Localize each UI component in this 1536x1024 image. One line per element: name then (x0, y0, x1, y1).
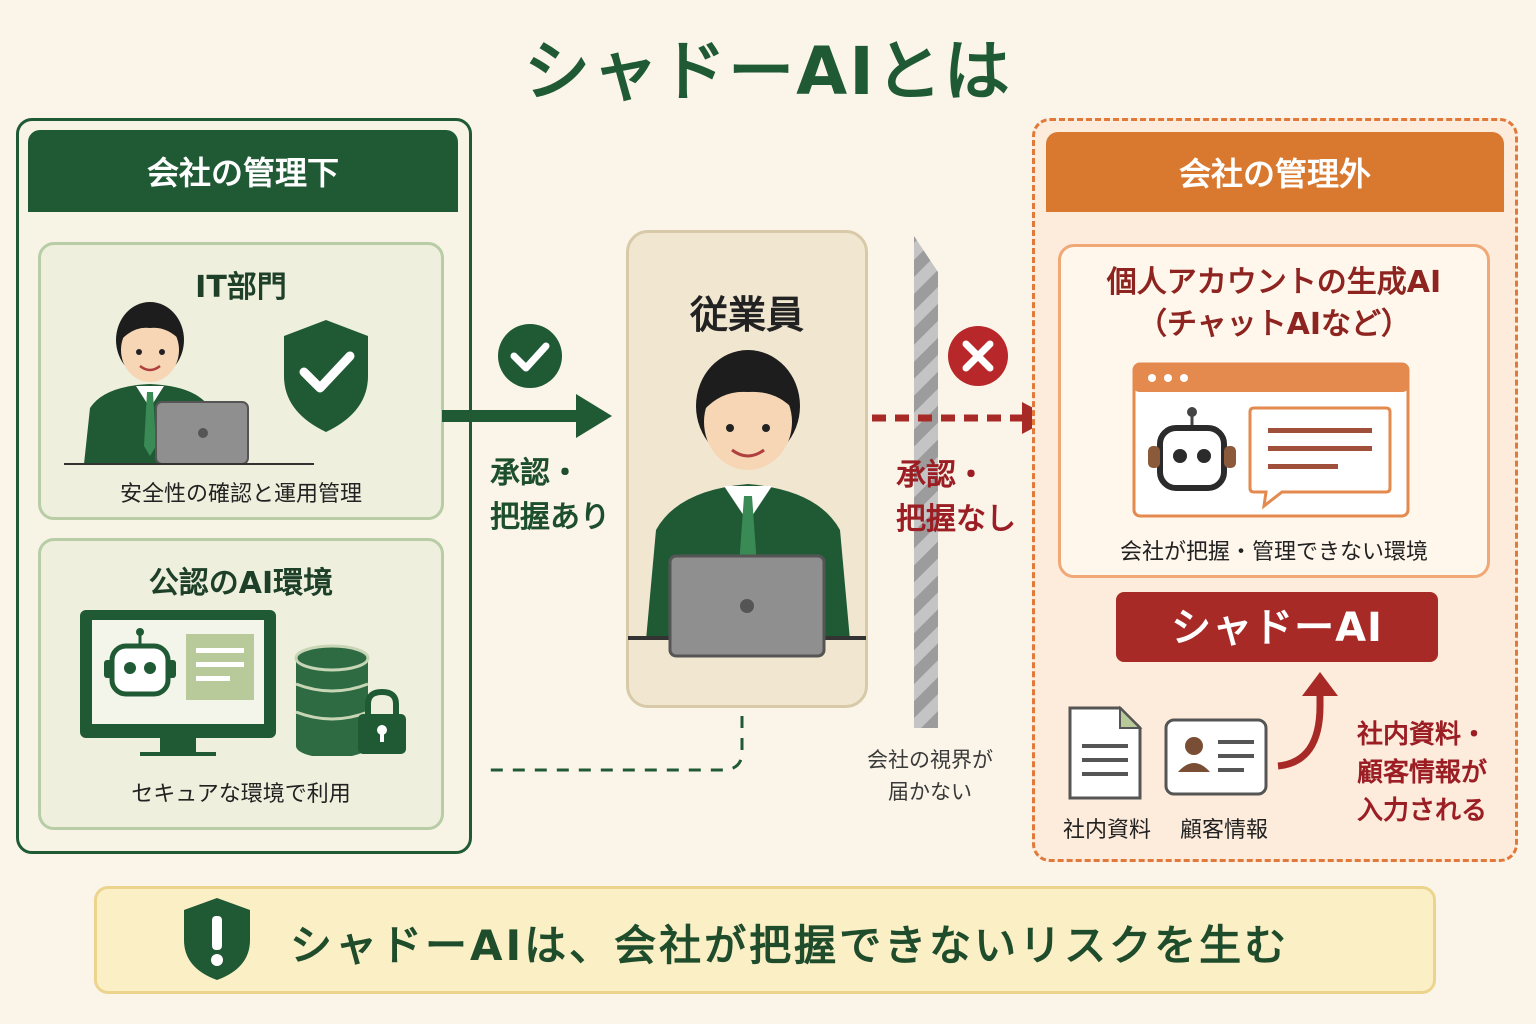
risk-banner (94, 886, 1436, 994)
unapproved-label: 承認・ 把握なし (896, 454, 1016, 542)
unapproved-label-line1: 承認・ (896, 458, 986, 493)
id-card-icon (1164, 718, 1268, 796)
check-circle-icon (498, 324, 562, 388)
personal-ai-title: 個人アカウントの生成AI （チャットAIなど） (1058, 262, 1490, 346)
employee-illustration (628, 350, 866, 658)
chat-ai-window-illustration (1132, 362, 1410, 518)
input-label-line2: 顧客情報が (1356, 758, 1487, 788)
visibility-wall (914, 236, 938, 728)
it-dept-title: IT部門 (195, 270, 287, 305)
laptop-icon (155, 401, 249, 465)
input-label: 社内資料・ 顧客情報が 入力される (1340, 716, 1504, 830)
approved-arrow (442, 324, 612, 438)
dashed-connector (484, 716, 744, 772)
upload-arrow (1277, 672, 1338, 770)
approved-label-line1: 承認・ (490, 456, 580, 491)
it-dept-card (38, 242, 444, 520)
it-staff-illustration (64, 302, 368, 465)
warning-shield-icon (184, 898, 250, 980)
official-ai-caption: セキュアな環境で利用 (131, 782, 351, 807)
page-title: シャドーAIとは (524, 33, 1012, 110)
document-icon (1068, 705, 1143, 800)
shield-check-icon (284, 320, 368, 432)
risk-banner-text: シャドーAIは、会社が把握できないリスクを生む (290, 921, 1290, 970)
unapproved-arrow (872, 326, 1052, 434)
personal-ai-caption: 会社が把握・管理できない環境 (1119, 540, 1428, 565)
robot-icon (1148, 407, 1236, 491)
it-dept-caption: 安全性の確認と運用管理 (119, 482, 362, 507)
cross-circle-icon (948, 326, 1008, 386)
personal-ai-title-line1: 個人アカウントの生成AI (1106, 265, 1442, 300)
visibility-note-line1: 会社の視界が (867, 748, 993, 772)
input-label-line3: 入力される (1356, 796, 1487, 826)
approved-label: 承認・ 把握あり (490, 452, 610, 540)
official-ai-title: 公認のAI環境 (148, 566, 334, 601)
data-icons (1068, 705, 1268, 800)
unapproved-label-line2: 把握なし (896, 502, 1016, 537)
shadow-ai-badge: シャドーAI (1116, 592, 1438, 662)
company-managed-header: 会社の管理下 (28, 130, 458, 212)
unmanaged-header: 会社の管理外 (1046, 132, 1504, 212)
input-label-line1: 社内資料・ (1356, 720, 1487, 750)
robot-icon (104, 628, 176, 697)
visibility-note-line2: 届かない (888, 780, 972, 804)
personal-ai-title-line2: （チャットAIなど） (1136, 307, 1412, 342)
employee-label: 従業員 (689, 293, 804, 337)
laptop-icon (668, 554, 826, 658)
doc2-label: 顧客情報 (1179, 818, 1268, 843)
visibility-note: 会社の視界が 届かない (840, 744, 1020, 808)
approved-label-line2: 把握あり (490, 500, 610, 535)
doc1-label: 社内資料 (1062, 818, 1151, 843)
secure-ai-illustration (80, 610, 406, 756)
database-lock-icon (294, 644, 406, 756)
